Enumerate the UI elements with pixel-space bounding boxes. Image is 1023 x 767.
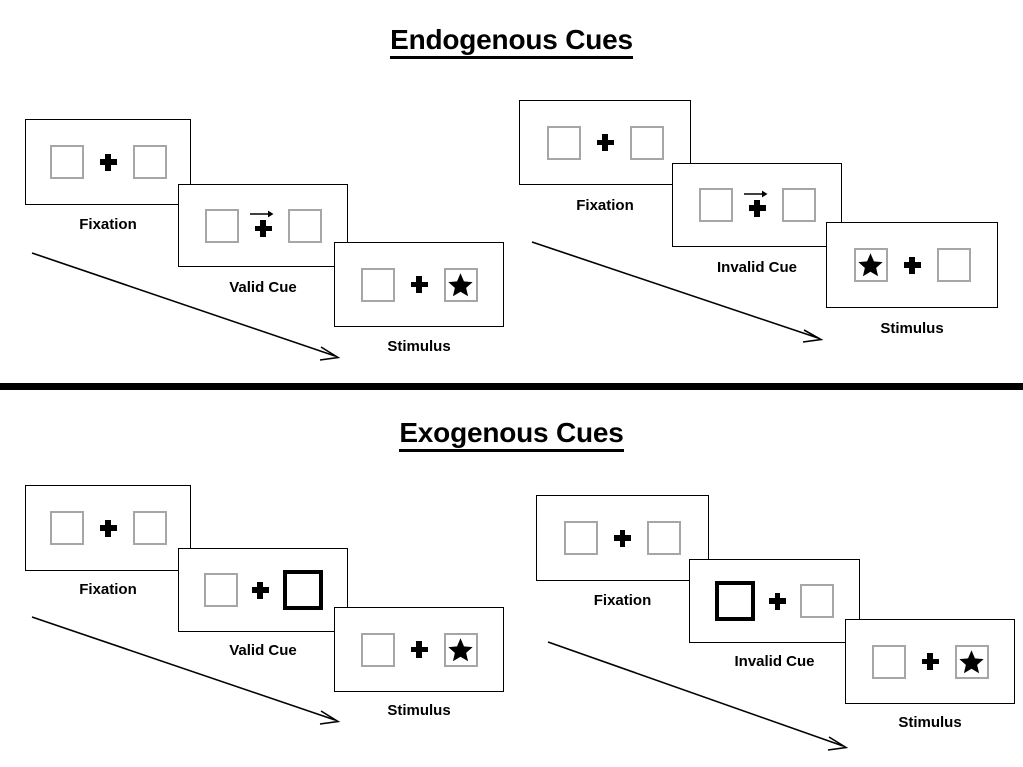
- exogenous-cue-box-left: [715, 581, 755, 621]
- caption-exogenous-invalid-cue: Invalid Cue: [734, 653, 815, 670]
- caption-endogenous-valid-fixation: Fixation: [79, 216, 137, 233]
- star-stimulus-icon: [858, 253, 883, 277]
- exogenous-cue-box-right: [282, 570, 323, 610]
- fixation-cross-icon: [921, 653, 939, 670]
- fixation-cross-icon: [903, 256, 921, 274]
- section-divider: [0, 383, 1023, 390]
- star-stimulus-icon: [959, 649, 984, 673]
- placeholder-box-right: [936, 248, 971, 282]
- fixation-cross-icon: [250, 210, 274, 237]
- panel-exogenous-valid-fixation[interactable]: [25, 485, 191, 571]
- placeholder-box-right: [800, 584, 834, 618]
- timeline-arrow-endogenous-valid: [31, 252, 341, 361]
- caption-endogenous-invalid-stimulus: Stimulus: [880, 320, 944, 337]
- panel-endogenous-valid-fixation[interactable]: [25, 119, 191, 205]
- timeline-arrow-endogenous-invalid: [531, 241, 824, 343]
- panel-endogenous-valid-stimulus[interactable]: [334, 242, 504, 327]
- placeholder-box-right: [647, 521, 681, 555]
- panel-exogenous-valid-stimulus[interactable]: [334, 607, 504, 692]
- fixation-cross-icon: [410, 276, 428, 293]
- panel-exogenous-invalid-stimulus[interactable]: [845, 619, 1015, 704]
- star-stimulus-icon: [448, 637, 473, 661]
- placeholder-box-left: [49, 511, 84, 545]
- placeholder-box-right: [629, 125, 664, 160]
- caption-endogenous-valid-stimulus: Stimulus: [387, 338, 451, 355]
- panel-endogenous-valid-cue[interactable]: [178, 184, 348, 267]
- placeholder-box-right: [781, 188, 816, 222]
- section-title-exogenous-text: Exogenous Cues: [399, 417, 624, 452]
- timeline-arrow-exogenous-invalid: [547, 641, 849, 751]
- caption-endogenous-invalid-cue: Invalid Cue: [716, 259, 798, 276]
- panel-endogenous-invalid-fixation[interactable]: [519, 100, 691, 185]
- placeholder-box-left: [204, 208, 239, 243]
- caption-endogenous-valid-cue: Valid Cue: [229, 279, 297, 296]
- placeholder-box-left: [360, 632, 395, 667]
- caption-exogenous-valid-fixation: Fixation: [79, 581, 137, 598]
- placeholder-box-left: [49, 145, 84, 179]
- panel-exogenous-invalid-fixation[interactable]: [536, 495, 709, 581]
- arrow-right-cue-icon: [250, 210, 274, 218]
- panel-exogenous-valid-cue[interactable]: [178, 548, 348, 632]
- fixation-cross-icon: [614, 529, 631, 547]
- placeholder-box-right: [132, 145, 167, 179]
- fixation-cross-icon: [99, 519, 117, 537]
- placeholder-box-right: [287, 208, 322, 243]
- section-title-endogenous-text: Endogenous Cues: [390, 24, 633, 59]
- caption-exogenous-valid-cue: Valid Cue: [229, 642, 297, 659]
- section-title-endogenous: Endogenous Cues: [0, 24, 1023, 59]
- stimulus-box-left: [853, 248, 888, 282]
- panel-endogenous-invalid-cue[interactable]: [672, 163, 842, 247]
- star-stimulus-icon: [448, 272, 473, 296]
- placeholder-box-left: [698, 188, 733, 222]
- timeline-arrow-exogenous-valid: [31, 616, 341, 725]
- fixation-cross-icon: [410, 641, 428, 658]
- placeholder-box-left: [360, 267, 395, 302]
- caption-exogenous-valid-stimulus: Stimulus: [387, 702, 451, 719]
- stimulus-box-right: [443, 267, 478, 302]
- stimulus-box-right: [443, 632, 478, 667]
- panel-exogenous-invalid-cue[interactable]: [689, 559, 860, 643]
- placeholder-box-right: [132, 511, 167, 545]
- fixation-cross-icon: [744, 190, 768, 217]
- fixation-cross-icon: [99, 153, 117, 171]
- panel-endogenous-invalid-stimulus[interactable]: [826, 222, 998, 308]
- fixation-cross-icon: [251, 581, 269, 599]
- placeholder-box-left: [203, 573, 238, 607]
- placeholder-box-left: [564, 521, 598, 555]
- caption-exogenous-invalid-stimulus: Stimulus: [898, 714, 962, 731]
- section-title-exogenous: Exogenous Cues: [0, 417, 1023, 452]
- stimulus-box-right: [954, 644, 989, 679]
- fixation-cross-icon: [596, 134, 614, 151]
- placeholder-box-left: [546, 125, 581, 160]
- arrow-right-cue-icon: [744, 190, 768, 197]
- caption-exogenous-invalid-fixation: Fixation: [593, 592, 652, 609]
- caption-endogenous-invalid-fixation: Fixation: [576, 197, 634, 214]
- fixation-cross-icon: [769, 592, 786, 610]
- placeholder-box-left: [871, 644, 906, 679]
